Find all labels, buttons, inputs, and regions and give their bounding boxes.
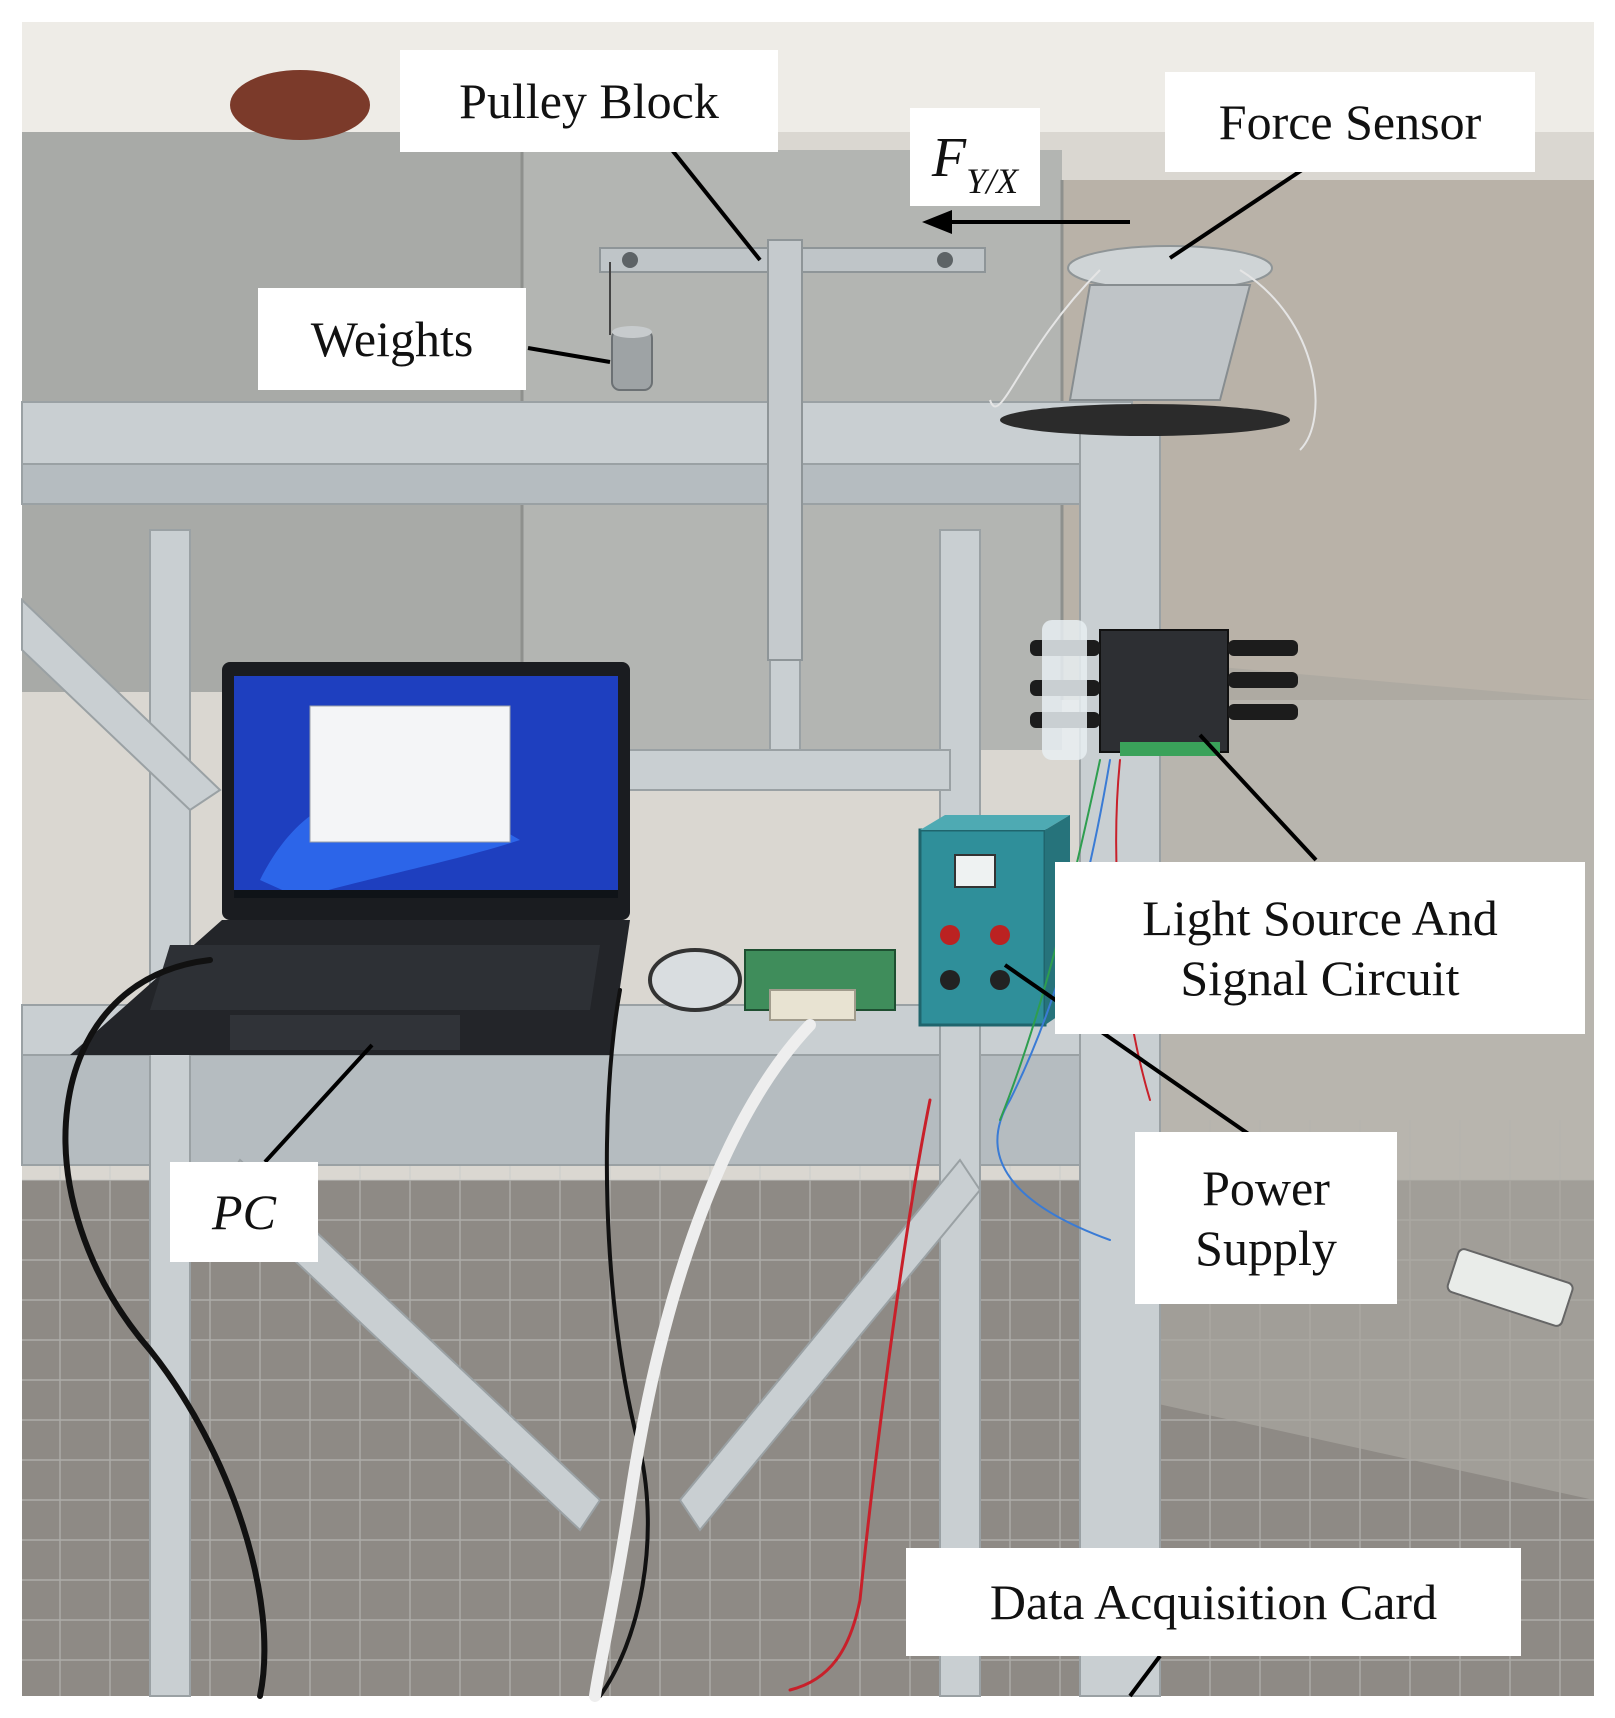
plant-pot [230,70,370,140]
signal-circuit-board [1030,620,1298,760]
weight-cylinder [611,326,653,391]
mouse [648,948,742,1012]
pulley-block-label: Pulley Block [400,50,778,152]
force-symbol: F [931,127,967,189]
laptop [70,662,630,1055]
force-arrow [922,210,1130,234]
force-subscript: Y/X [966,161,1019,201]
power-supply-device [918,815,1070,1027]
force-sensor-label: Force Sensor [1165,72,1535,172]
force-sensor-device [989,245,1317,451]
pulley-block-device [599,239,986,661]
power-supply-label: Power Supply [1135,1132,1397,1304]
mesh-panel-right [1140,660,1594,1500]
light-source-label: Light Source And Signal Circuit [1055,862,1585,1034]
weights-label: Weights [258,288,526,390]
cables [62,759,1151,1702]
pc-label: PC [170,1162,318,1262]
daq-terminal-board [744,949,896,1021]
data-acquisition-card-label: Data Acquisition Card [906,1548,1521,1656]
power-strip [1446,1248,1574,1327]
leader-lines [263,148,1318,1698]
